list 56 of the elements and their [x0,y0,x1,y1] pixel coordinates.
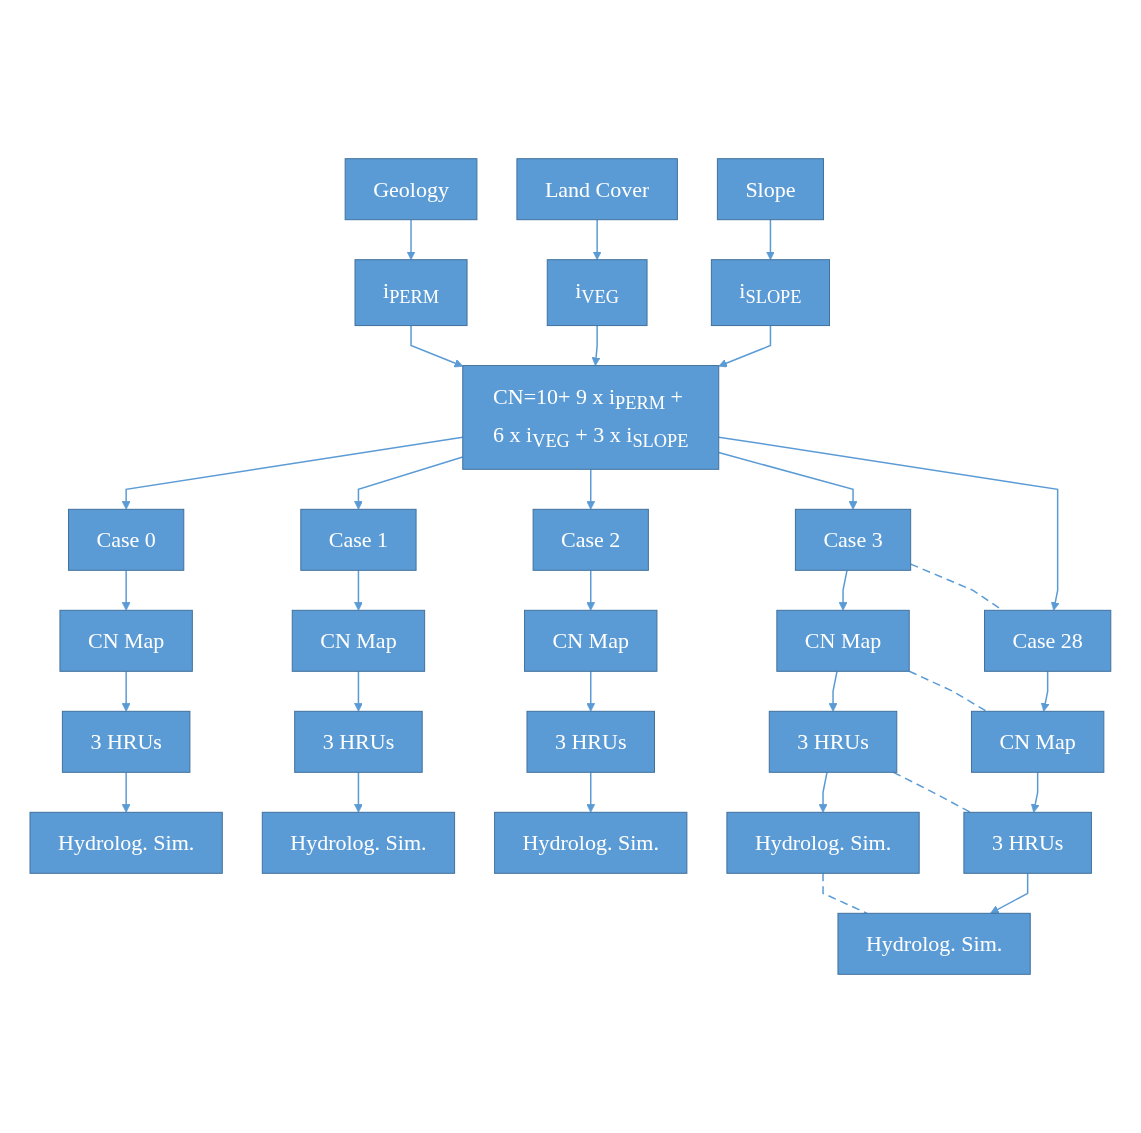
node-box: Geology [344,158,478,221]
node-box: CN Map [776,609,910,672]
arrow [121,436,464,510]
node-box: Hydrolog. Sim. [261,811,456,874]
arrow [586,670,596,712]
arrow [586,468,596,510]
arrow [1041,670,1050,712]
node-box: CN Map [524,609,658,672]
connector [892,771,972,814]
arrow [718,451,858,510]
node-box: CN Map [59,609,193,672]
arrow [354,569,363,611]
node-box: Case 3 [795,508,912,571]
arrow [586,771,596,813]
node-box: Case 28 [984,609,1112,672]
connector [822,872,868,915]
arrow [828,670,838,712]
arrow [838,569,848,611]
node-box: CN=10+ 9 x i$_{PERM}$ + 6 x i$_{VEG}$ + 3 x i$_{SLOPE}$ [462,365,720,470]
node-box: Case 1 [300,508,417,571]
node-box: i$_{PERM}$ [354,259,468,327]
node-box: 3 HRUs [768,710,898,773]
arrow [718,324,772,368]
arrow [586,569,596,611]
arrow [121,569,131,611]
arrow [354,456,464,510]
node-box: Case 2 [532,508,649,571]
node-box: Case 0 [68,508,185,571]
node-box: Land Cover [516,158,678,221]
node-box: CN Map [291,609,426,672]
arrow [410,324,464,368]
node-box: Hydrolog. Sim. [494,811,688,874]
arrow [1031,771,1040,813]
node-box: i$_{SLOPE}$ [711,259,831,327]
node-box: 3 HRUs [963,811,1092,874]
arrow [121,670,131,712]
arrow [591,324,601,366]
arrow [718,436,1060,611]
node-box: Hydrolog. Sim. [29,811,223,874]
arrow [121,771,131,813]
arrow [354,771,363,813]
arrow [592,218,602,261]
node-box: 3 HRUs [294,710,423,773]
arrow [406,218,416,261]
arrow [818,771,828,813]
node-box: 3 HRUs [62,710,191,773]
node-box: Slope [717,158,825,221]
node-box: CN Map [971,710,1105,773]
node-box: 3 HRUs [526,710,656,773]
node-box: Hydrolog. Sim. [726,811,920,874]
arrow [766,218,775,261]
arrow [990,872,1029,914]
node-box: i$_{VEG}$ [546,259,648,327]
connector [908,670,988,713]
node-box: Hydrolog. Sim. [837,912,1031,975]
arrow [354,670,363,712]
